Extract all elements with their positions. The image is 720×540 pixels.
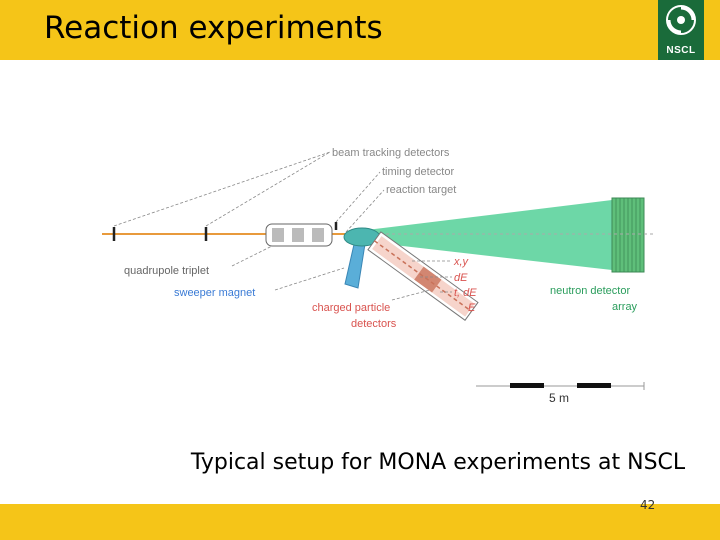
label-quadrupole: quadrupole triplet bbox=[124, 265, 209, 277]
array-bars bbox=[615, 198, 641, 272]
logo-emblem-icon bbox=[666, 5, 696, 35]
footer-bar bbox=[0, 504, 720, 540]
logo-text: NSCL bbox=[666, 45, 696, 56]
quad-magnet-3 bbox=[312, 228, 324, 242]
label-xy: x,y bbox=[453, 256, 470, 268]
label-e: E bbox=[468, 302, 476, 314]
label-detectors: detectors bbox=[351, 318, 397, 330]
label-reaction-target: reaction target bbox=[386, 184, 456, 196]
label-charged-particle: charged particle bbox=[312, 302, 390, 314]
scale-segment-2 bbox=[577, 383, 611, 388]
title-bar bbox=[0, 0, 720, 60]
slide-caption: Typical setup for MONA experiments at NS… bbox=[190, 450, 686, 475]
label-array: array bbox=[612, 301, 638, 313]
charged-particle-detectors bbox=[367, 231, 479, 321]
label-timing-detector: timing detector bbox=[382, 166, 454, 178]
nscl-logo: NSCL bbox=[658, 0, 704, 60]
leader-lines bbox=[113, 151, 452, 301]
scale-segment-1 bbox=[510, 383, 544, 388]
label-de: dE bbox=[454, 272, 468, 284]
label-sweeper: sweeper magnet bbox=[174, 287, 255, 299]
label-t-de: t, dE bbox=[454, 287, 477, 299]
neutron-cone bbox=[350, 200, 612, 270]
label-beam-tracking: beam tracking detectors bbox=[332, 147, 450, 159]
quad-magnet-2 bbox=[292, 228, 304, 242]
slide-title: Reaction experiments bbox=[44, 10, 383, 46]
label-neutron-detector: neutron detector bbox=[550, 285, 630, 297]
quad-magnet-1 bbox=[272, 228, 284, 242]
label-scale: 5 m bbox=[549, 391, 569, 405]
sweeper-magnet bbox=[344, 239, 366, 289]
page-number: 42 bbox=[640, 498, 656, 512]
